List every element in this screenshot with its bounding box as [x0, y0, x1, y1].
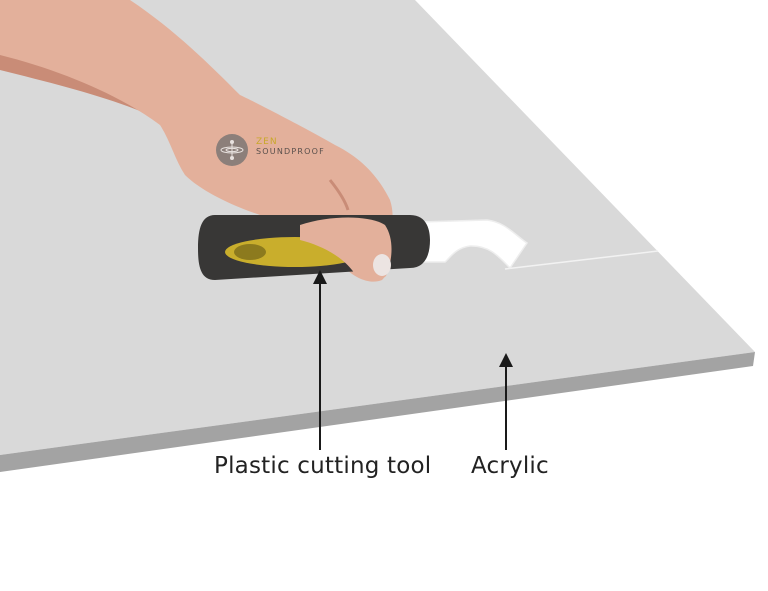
fingernail — [373, 254, 391, 276]
arm-skin — [0, 0, 393, 282]
acrylic-side-edge — [0, 352, 755, 472]
hand — [0, 0, 393, 282]
label-plastic-cutting-tool: Plastic cutting tool — [214, 453, 432, 479]
arrow-tool — [313, 270, 327, 450]
logo-line-2: SOUNDPROOF — [256, 147, 325, 156]
label-acrylic: Acrylic — [471, 453, 549, 479]
arrow-acrylic — [499, 353, 513, 450]
watermark-logo: ZEN SOUNDPROOF — [251, 138, 325, 156]
grip-thumb-pad — [234, 244, 266, 260]
logo-text: ZEN SOUNDPROOF — [256, 138, 325, 156]
knuckle-crease — [328, 179, 350, 211]
cut-line — [504, 250, 659, 270]
fingers — [300, 217, 392, 281]
blade — [419, 219, 529, 270]
logo-line-1: ZEN — [256, 137, 278, 147]
cutting-tool — [198, 215, 529, 281]
logo-mark-icon — [216, 134, 248, 166]
